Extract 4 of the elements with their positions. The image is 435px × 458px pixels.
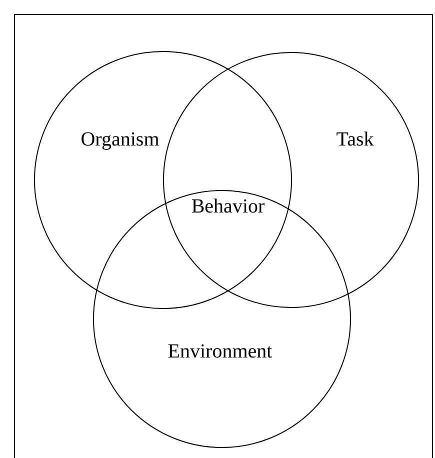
set-label: Task [336,128,374,152]
set-label: Environment [168,340,272,364]
set-label: Organism [80,128,160,152]
intersection-label: Behavior [191,196,265,218]
